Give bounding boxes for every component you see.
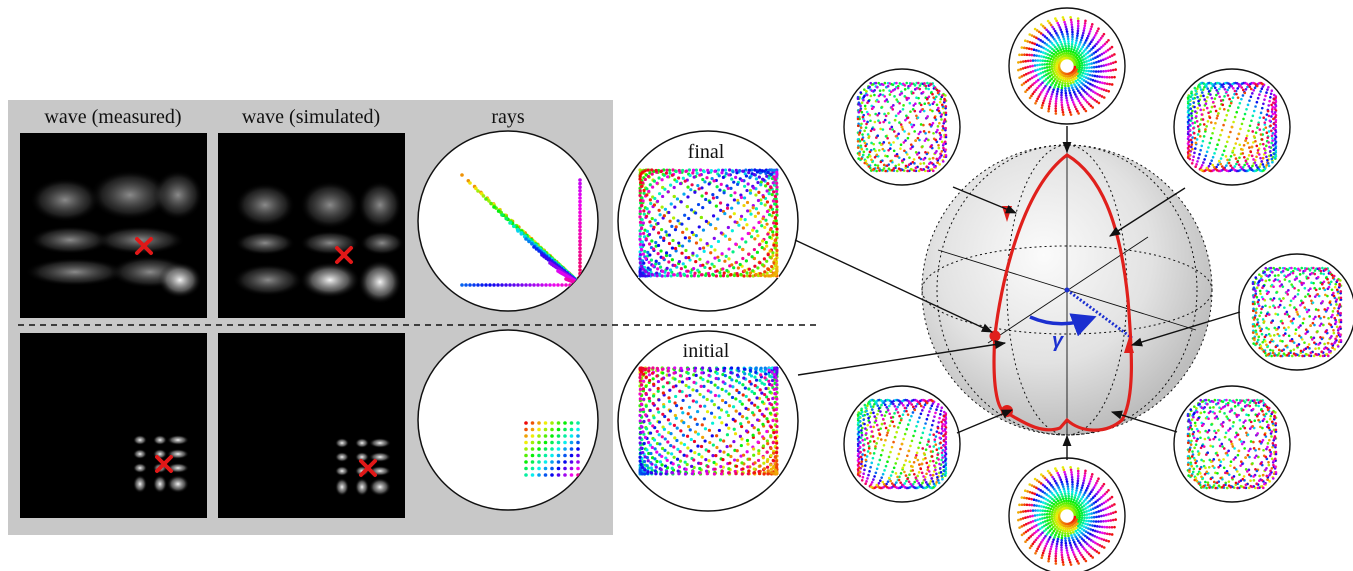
cross-marker-icon <box>135 237 153 255</box>
column-header-rays: rays <box>491 106 525 128</box>
cross-marker-icon <box>359 459 377 477</box>
orbit-inset-5 <box>1173 385 1291 503</box>
wave-measured-final <box>20 133 207 318</box>
trajectory-path <box>992 153 1133 432</box>
trajectory-start-dot <box>989 330 1001 342</box>
inset-final-label: final <box>688 141 725 163</box>
cross-marker-icon <box>155 455 173 473</box>
poincare-sphere: γ <box>921 144 1213 436</box>
rays-initial <box>417 329 599 511</box>
wave-simulated-final <box>218 133 405 318</box>
orbit-inset-6 <box>1008 457 1126 571</box>
wave-simulated-initial <box>218 333 405 518</box>
rays-final <box>417 130 599 312</box>
column-header-simulated: wave (simulated) <box>242 106 380 128</box>
angle-symbol: γ <box>1052 330 1065 352</box>
connector-arrows <box>794 126 1241 460</box>
cross-marker-icon <box>335 246 353 264</box>
orbit-inset-3 <box>1238 253 1353 371</box>
orbit-inset-2 <box>1173 68 1291 186</box>
inset-initial: initial <box>617 330 799 512</box>
column-header-measured: wave (measured) <box>44 106 181 128</box>
inset-initial-label: initial <box>683 340 730 362</box>
inset-final: final <box>617 130 799 312</box>
angle-arrow-icon <box>1029 313 1097 337</box>
orbit-inset-0 <box>1008 7 1126 125</box>
angle-ray <box>1066 288 1133 340</box>
orbit-inset-4 <box>843 385 961 503</box>
trajectory-arrow-icon <box>1124 337 1134 353</box>
wave-measured-initial <box>20 333 207 518</box>
orbit-inset-1 <box>843 68 961 186</box>
